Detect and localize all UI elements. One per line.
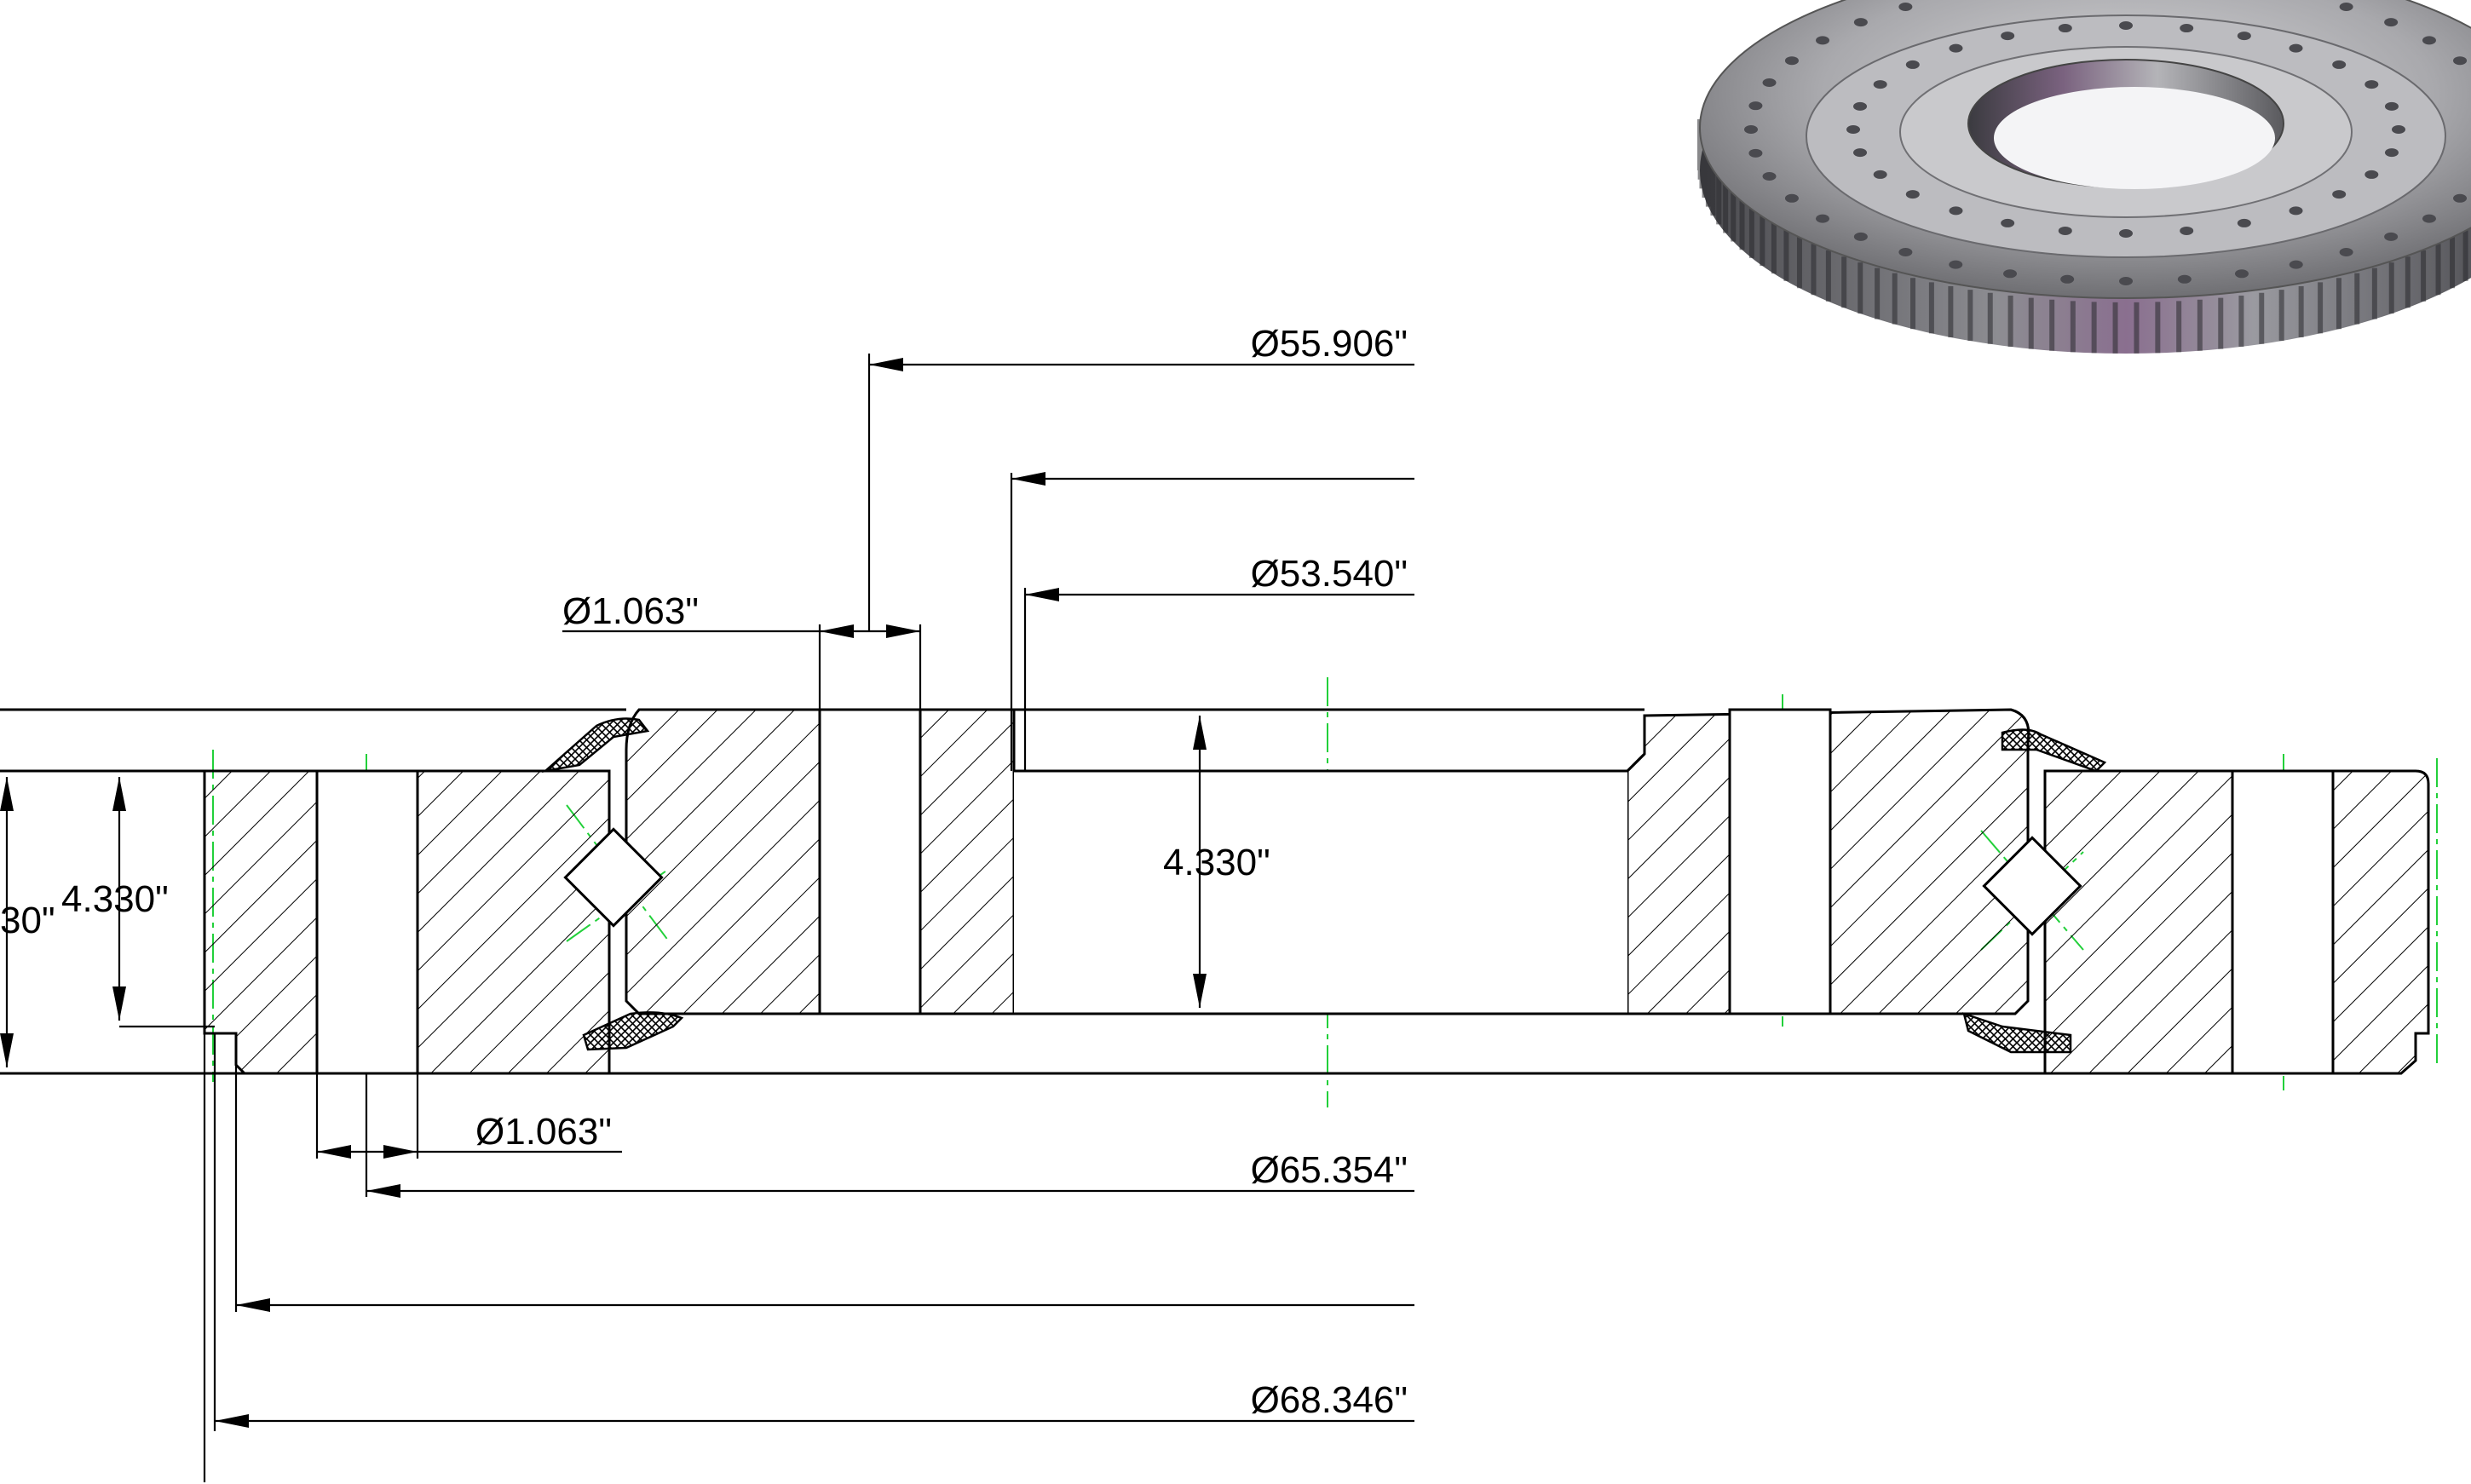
- dim-65-354: Ø65.354": [1251, 1149, 1408, 1191]
- bolt-hole: [2453, 56, 2468, 66]
- bolt-hole: [2058, 226, 2072, 235]
- bolt-hole: [2332, 190, 2347, 199]
- dim-height-outer: 4.330": [61, 878, 169, 920]
- bolt-hole: [2384, 18, 2399, 27]
- bolt-hole: [2180, 226, 2194, 235]
- bolt-hole: [2453, 193, 2468, 203]
- dim-height-cut: 30": [0, 900, 55, 941]
- dim-1-063-top: Ø1.063": [562, 590, 699, 632]
- bolt-hole: [1898, 248, 1913, 257]
- bolt-hole: [1873, 80, 1887, 89]
- bolt-hole: [2384, 101, 2399, 111]
- bolt-hole: [1762, 78, 1777, 87]
- bolt-hole: [1816, 36, 1830, 45]
- bolt-hole: [2422, 36, 2436, 45]
- bolt-hole: [1853, 101, 1868, 111]
- bolt-hole: [1846, 125, 1860, 134]
- bolt-hole: [2177, 274, 2192, 284]
- bolt-hole: [2422, 214, 2436, 223]
- bolt-hole: [2180, 24, 2194, 33]
- bolt-hole: [2234, 269, 2249, 279]
- dim-53-540: Ø53.540": [1251, 553, 1408, 595]
- bolt-hole: [2289, 260, 2303, 269]
- bolt-hole: [2003, 269, 2018, 279]
- bolt-hole: [2289, 43, 2303, 53]
- bolt-hole: [1853, 18, 1868, 27]
- dim-1-063-bottom: Ø1.063": [475, 1111, 612, 1153]
- bolt-hole: [1748, 101, 1763, 111]
- dim-55-906: Ø55.906": [1251, 323, 1408, 365]
- bolt-hole: [1784, 193, 1799, 203]
- bolt-hole: [1873, 170, 1887, 179]
- bolt-hole: [2384, 148, 2399, 158]
- bolt-hole: [2339, 2, 2353, 11]
- bolt-hole: [1853, 148, 1868, 158]
- bolt-hole: [1898, 2, 1913, 11]
- bolt-hole: [2119, 21, 2133, 30]
- bearing-cross-section: [0, 708, 2430, 1075]
- bolt-hole: [1816, 214, 1830, 223]
- dimension-labels: Ø55.906" Ø53.540" Ø1.063" Ø1.063" Ø65.35…: [0, 323, 1408, 1421]
- dimension-lines: [0, 354, 1414, 1482]
- bolt-hole: [2060, 274, 2075, 284]
- bolt-hole: [1949, 206, 1963, 216]
- bolt-hole: [2237, 32, 2251, 41]
- bolt-hole: [2001, 218, 2015, 227]
- bolt-hole: [2119, 277, 2133, 285]
- bolt-hole: [2058, 24, 2072, 33]
- bolt-hole: [1762, 172, 1777, 181]
- bolt-hole: [2364, 170, 2379, 179]
- bolt-hole: [2001, 32, 2015, 41]
- bolt-hole: [1905, 60, 1920, 69]
- bolt-hole: [1744, 125, 1758, 134]
- bolt-hole: [1905, 190, 1920, 199]
- bolt-hole: [1949, 260, 1963, 269]
- bolt-hole: [1949, 43, 1963, 53]
- bolt-hole: [2339, 248, 2353, 257]
- bolt-hole: [2384, 232, 2399, 241]
- bolt-hole: [2237, 218, 2251, 227]
- bolt-hole: [2119, 229, 2133, 238]
- dim-height-inner: 4.330": [1163, 842, 1270, 883]
- bolt-hole: [2332, 60, 2347, 69]
- bolt-hole: [2364, 80, 2379, 89]
- bolt-hole: [1748, 148, 1763, 158]
- bolt-hole: [1784, 56, 1799, 66]
- bolt-hole: [2289, 206, 2303, 216]
- bolt-hole: [2392, 125, 2405, 134]
- bolt-hole: [1853, 232, 1868, 241]
- slewing-ring-gear-render-icon: [1697, 0, 2471, 354]
- dim-68-346: Ø68.346": [1251, 1379, 1408, 1421]
